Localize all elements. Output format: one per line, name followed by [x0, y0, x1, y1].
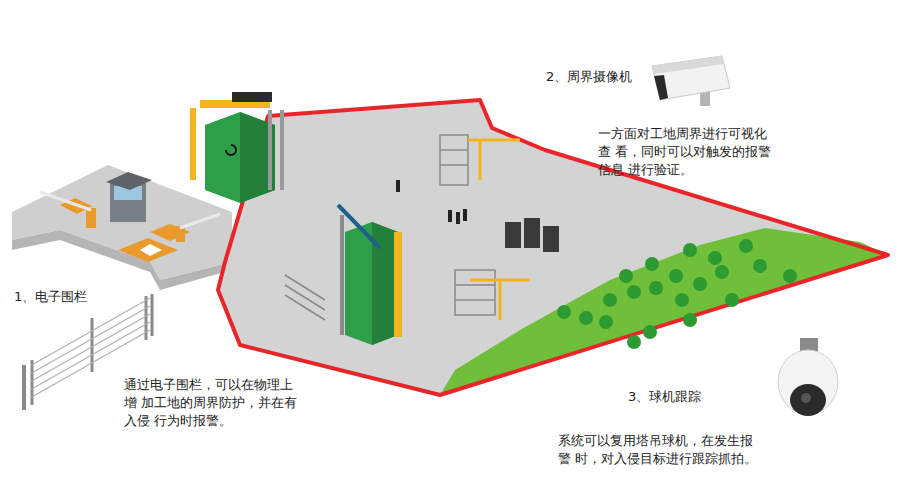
trees-part: [715, 265, 729, 279]
scaffolds-part: [468, 139, 520, 142]
green-building: [190, 92, 284, 203]
trees-part: [649, 281, 663, 295]
trees-part: [783, 269, 797, 283]
trees-part: [645, 257, 659, 271]
material-stacks-part: [505, 222, 521, 248]
gate-area-part: [106, 172, 152, 190]
trees-part: [557, 305, 571, 319]
electronic-fence-part-part: [30, 314, 150, 382]
gate-area-part: [40, 192, 91, 210]
electronic-fence-part: [31, 360, 34, 405]
material-stacks-part: [524, 218, 540, 248]
perimeter-line: [218, 100, 888, 395]
tall-tower-part: [394, 232, 402, 337]
trees-part: [675, 293, 689, 307]
green-building-part: [268, 110, 272, 190]
trees-part: [739, 239, 753, 253]
green-building-part: [226, 145, 236, 155]
bullet-camera-part: [652, 56, 724, 74]
gate-area-part: [140, 244, 162, 256]
scaffolds-part: [455, 299, 495, 301]
site-ground-part: [218, 100, 888, 395]
trees-part: [579, 311, 593, 325]
gate-area-part: [118, 238, 178, 262]
tall-tower: [338, 205, 402, 345]
scaffolds-part: [455, 284, 495, 286]
green-building-part: [190, 108, 196, 180]
dome-camera: [778, 338, 838, 416]
green-building-part: [232, 92, 272, 102]
scaffolds-part: [440, 135, 468, 185]
trees-part: [693, 277, 707, 291]
trees-part: [753, 259, 767, 273]
callout-description: 一方面对工地周界进行可视化查 看，同时可以对触发的报警信息 进行验证。: [598, 125, 778, 179]
callout-description: 通过电子围栏，可以在物理上增 加工地的周界防护，并在有入侵 行为时报警。: [124, 376, 304, 430]
scaffolds-part: [285, 295, 325, 320]
trees-part: [643, 325, 657, 339]
trees-part: [603, 293, 617, 307]
callout-description: 系统可以复用塔吊球机，在发生报警 时，对入侵目标进行跟踪抓拍。: [558, 432, 763, 468]
scaffolds-part: [285, 285, 325, 310]
callout-number: 1、电子围栏: [14, 288, 87, 306]
workers-part: [396, 180, 400, 192]
dome-camera-part: [801, 393, 811, 403]
callout-number: 2、周界摄像机: [546, 68, 632, 86]
trees: [557, 239, 797, 349]
tall-tower-part: [340, 215, 344, 335]
trees-part: [725, 293, 739, 307]
gate-area-part: [12, 230, 232, 290]
trees-part: [599, 315, 613, 329]
scaffolds: [285, 135, 530, 320]
scaffolds-part: [499, 280, 502, 320]
electronic-fence: [24, 294, 152, 410]
callout-number: 3、球机跟踪: [628, 388, 701, 406]
electronic-fence-part: [22, 365, 26, 410]
trees-part: [683, 313, 697, 327]
trees-part: [669, 269, 683, 283]
bullet-camera: [652, 56, 730, 106]
scaffolds-part: [285, 275, 325, 300]
workers-part: [448, 210, 452, 222]
scaffolds-part: [479, 140, 482, 180]
gate-area-part: [86, 208, 96, 228]
trees-part: [708, 251, 722, 265]
workers-part: [463, 209, 467, 221]
scaffolds-part: [440, 164, 468, 166]
workers: [396, 180, 467, 224]
dome-camera-part: [790, 384, 826, 416]
electronic-fence-part: [151, 294, 154, 336]
trees-part: [619, 269, 633, 283]
bullet-camera-part: [652, 56, 730, 100]
gate-area-part: [180, 214, 220, 228]
workers-part: [456, 212, 460, 224]
trees-part: [683, 243, 697, 257]
trees-part: [627, 285, 641, 299]
scaffolds-part: [455, 270, 495, 315]
bullet-camera-part: [700, 92, 710, 106]
gate-area: [12, 165, 232, 290]
tall-tower-part: [338, 205, 380, 248]
green-building-part: [280, 110, 284, 190]
perimeter-line-part: [218, 100, 888, 395]
trees-part: [627, 335, 641, 349]
gate-area-part: [12, 165, 232, 280]
material-stacks-part: [543, 226, 559, 252]
bullet-camera-part: [654, 75, 668, 100]
scaffolds-part: [440, 149, 468, 151]
green-building-part: [205, 112, 275, 203]
material-stacks: [505, 218, 559, 252]
site-ground: [218, 100, 888, 395]
